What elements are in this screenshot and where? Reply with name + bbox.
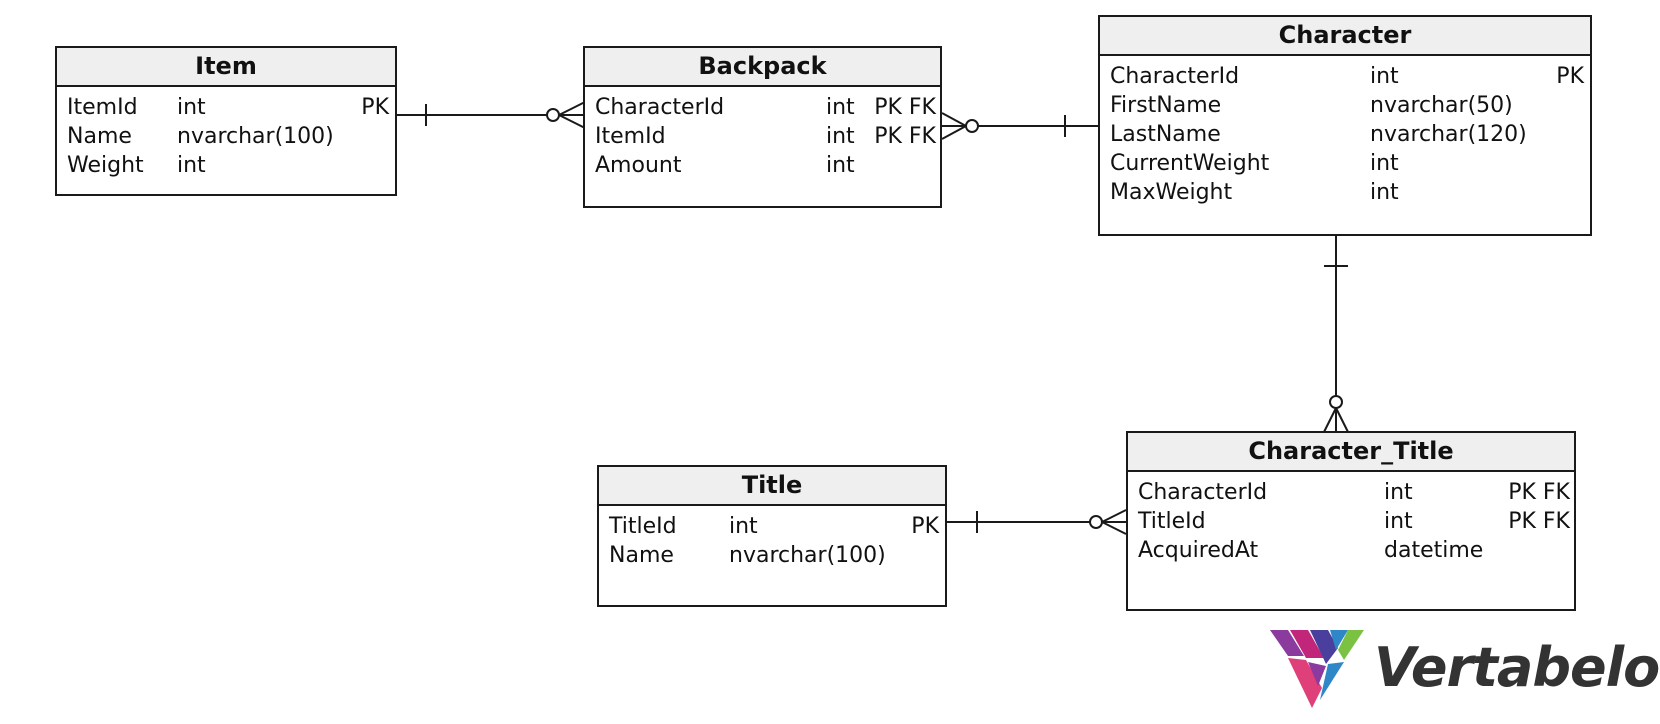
- column-type: nvarchar(50): [1370, 93, 1513, 118]
- entity-title: Backpack: [585, 48, 940, 87]
- column-type: nvarchar(100): [729, 543, 886, 568]
- column-type: int: [177, 153, 206, 178]
- entity-title: Title: [599, 467, 945, 506]
- column-type: int: [729, 514, 758, 539]
- column-row: Amount int: [585, 151, 940, 180]
- column-type: int: [1370, 180, 1399, 205]
- entity-columns: CharacterId int PK FK TitleId int PK FK …: [1128, 472, 1574, 565]
- column-name: TitleId: [1138, 509, 1206, 534]
- column-name: CharacterId: [1110, 64, 1240, 89]
- vertabelo-logo-mark: [1270, 630, 1364, 708]
- entity-backpack[interactable]: Backpack CharacterId int PK FK ItemId in…: [583, 46, 942, 208]
- column-name: ItemId: [595, 124, 666, 149]
- column-key: PK FK: [874, 95, 936, 120]
- column-name: TitleId: [609, 514, 677, 539]
- column-key: PK FK: [1508, 509, 1570, 534]
- column-row: ItemId int PK FK: [585, 122, 940, 151]
- connector-character-character-title: [1323, 234, 1349, 433]
- column-name: FirstName: [1110, 93, 1222, 118]
- column-name: ItemId: [67, 95, 138, 120]
- column-key: PK: [1556, 64, 1584, 89]
- vertabelo-logo: Vertabelo: [1268, 626, 1660, 716]
- entity-character-title[interactable]: Character_Title CharacterId int PK FK Ti…: [1126, 431, 1576, 611]
- column-row: FirstName nvarchar(50): [1100, 91, 1590, 120]
- column-type: int: [177, 95, 206, 120]
- entity-title: Character_Title: [1128, 433, 1574, 472]
- column-key: PK: [911, 514, 939, 539]
- column-key: PK FK: [1508, 480, 1570, 505]
- connector-item-backpack: [397, 101, 586, 129]
- entity-columns: ItemId int PK Name nvarchar(100) Weight …: [57, 87, 395, 180]
- connector-character-backpack: [941, 112, 1098, 140]
- column-type: nvarchar(120): [1370, 122, 1527, 147]
- entity-title: Character: [1100, 17, 1590, 56]
- entity-title: Item: [57, 48, 395, 87]
- zero-marker: [1329, 395, 1343, 409]
- column-type: int: [1370, 64, 1399, 89]
- crowfoot-marker: [1323, 407, 1337, 433]
- column-row: Weight int: [57, 151, 395, 180]
- column-row: Name nvarchar(100): [57, 122, 395, 151]
- zero-marker: [546, 108, 560, 122]
- column-name: Name: [67, 124, 132, 149]
- column-type: nvarchar(100): [177, 124, 334, 149]
- column-name: CurrentWeight: [1110, 151, 1270, 176]
- column-row: ItemId int PK: [57, 93, 395, 122]
- crowfoot-marker: [558, 101, 586, 116]
- crowfoot-marker: [941, 112, 967, 127]
- column-row: CharacterId int PK FK: [585, 93, 940, 122]
- column-name: MaxWeight: [1110, 180, 1233, 205]
- column-type: int: [1384, 480, 1413, 505]
- column-row: MaxWeight int: [1100, 178, 1590, 207]
- connector-title-character-title: [947, 509, 1127, 535]
- column-row: CurrentWeight int: [1100, 149, 1590, 178]
- column-name: Name: [609, 543, 674, 568]
- column-row: TitleId int PK: [599, 512, 945, 541]
- entity-columns: CharacterId int PK FirstName nvarchar(50…: [1100, 56, 1590, 207]
- column-row: AcquiredAt datetime: [1128, 536, 1574, 565]
- zero-marker: [1089, 515, 1103, 529]
- column-name: Weight: [67, 153, 144, 178]
- column-key: PK: [361, 95, 389, 120]
- vertabelo-logo-text: Vertabelo: [1374, 636, 1660, 699]
- entity-character[interactable]: Character CharacterId int PK FirstName n…: [1098, 15, 1592, 236]
- column-type: int: [826, 124, 855, 149]
- column-type: int: [826, 153, 855, 178]
- column-key: PK FK: [874, 124, 936, 149]
- zero-marker: [965, 119, 979, 133]
- column-type: int: [1384, 509, 1413, 534]
- column-name: CharacterId: [595, 95, 725, 120]
- crowfoot-marker: [1101, 509, 1127, 523]
- entity-columns: TitleId int PK Name nvarchar(100): [599, 506, 945, 570]
- column-name: CharacterId: [1138, 480, 1268, 505]
- column-row: TitleId int PK FK: [1128, 507, 1574, 536]
- column-name: Amount: [595, 153, 682, 178]
- column-row: CharacterId int PK FK: [1128, 478, 1574, 507]
- column-type: datetime: [1384, 538, 1484, 563]
- entity-item[interactable]: Item ItemId int PK Name nvarchar(100) We…: [55, 46, 397, 196]
- column-type: int: [1370, 151, 1399, 176]
- entity-title-table[interactable]: Title TitleId int PK Name nvarchar(100): [597, 465, 947, 607]
- entity-columns: CharacterId int PK FK ItemId int PK FK A…: [585, 87, 940, 180]
- column-row: LastName nvarchar(120): [1100, 120, 1590, 149]
- column-row: CharacterId int PK: [1100, 62, 1590, 91]
- column-name: LastName: [1110, 122, 1221, 147]
- column-name: AcquiredAt: [1138, 538, 1259, 563]
- column-type: int: [826, 95, 855, 120]
- column-row: Name nvarchar(100): [599, 541, 945, 570]
